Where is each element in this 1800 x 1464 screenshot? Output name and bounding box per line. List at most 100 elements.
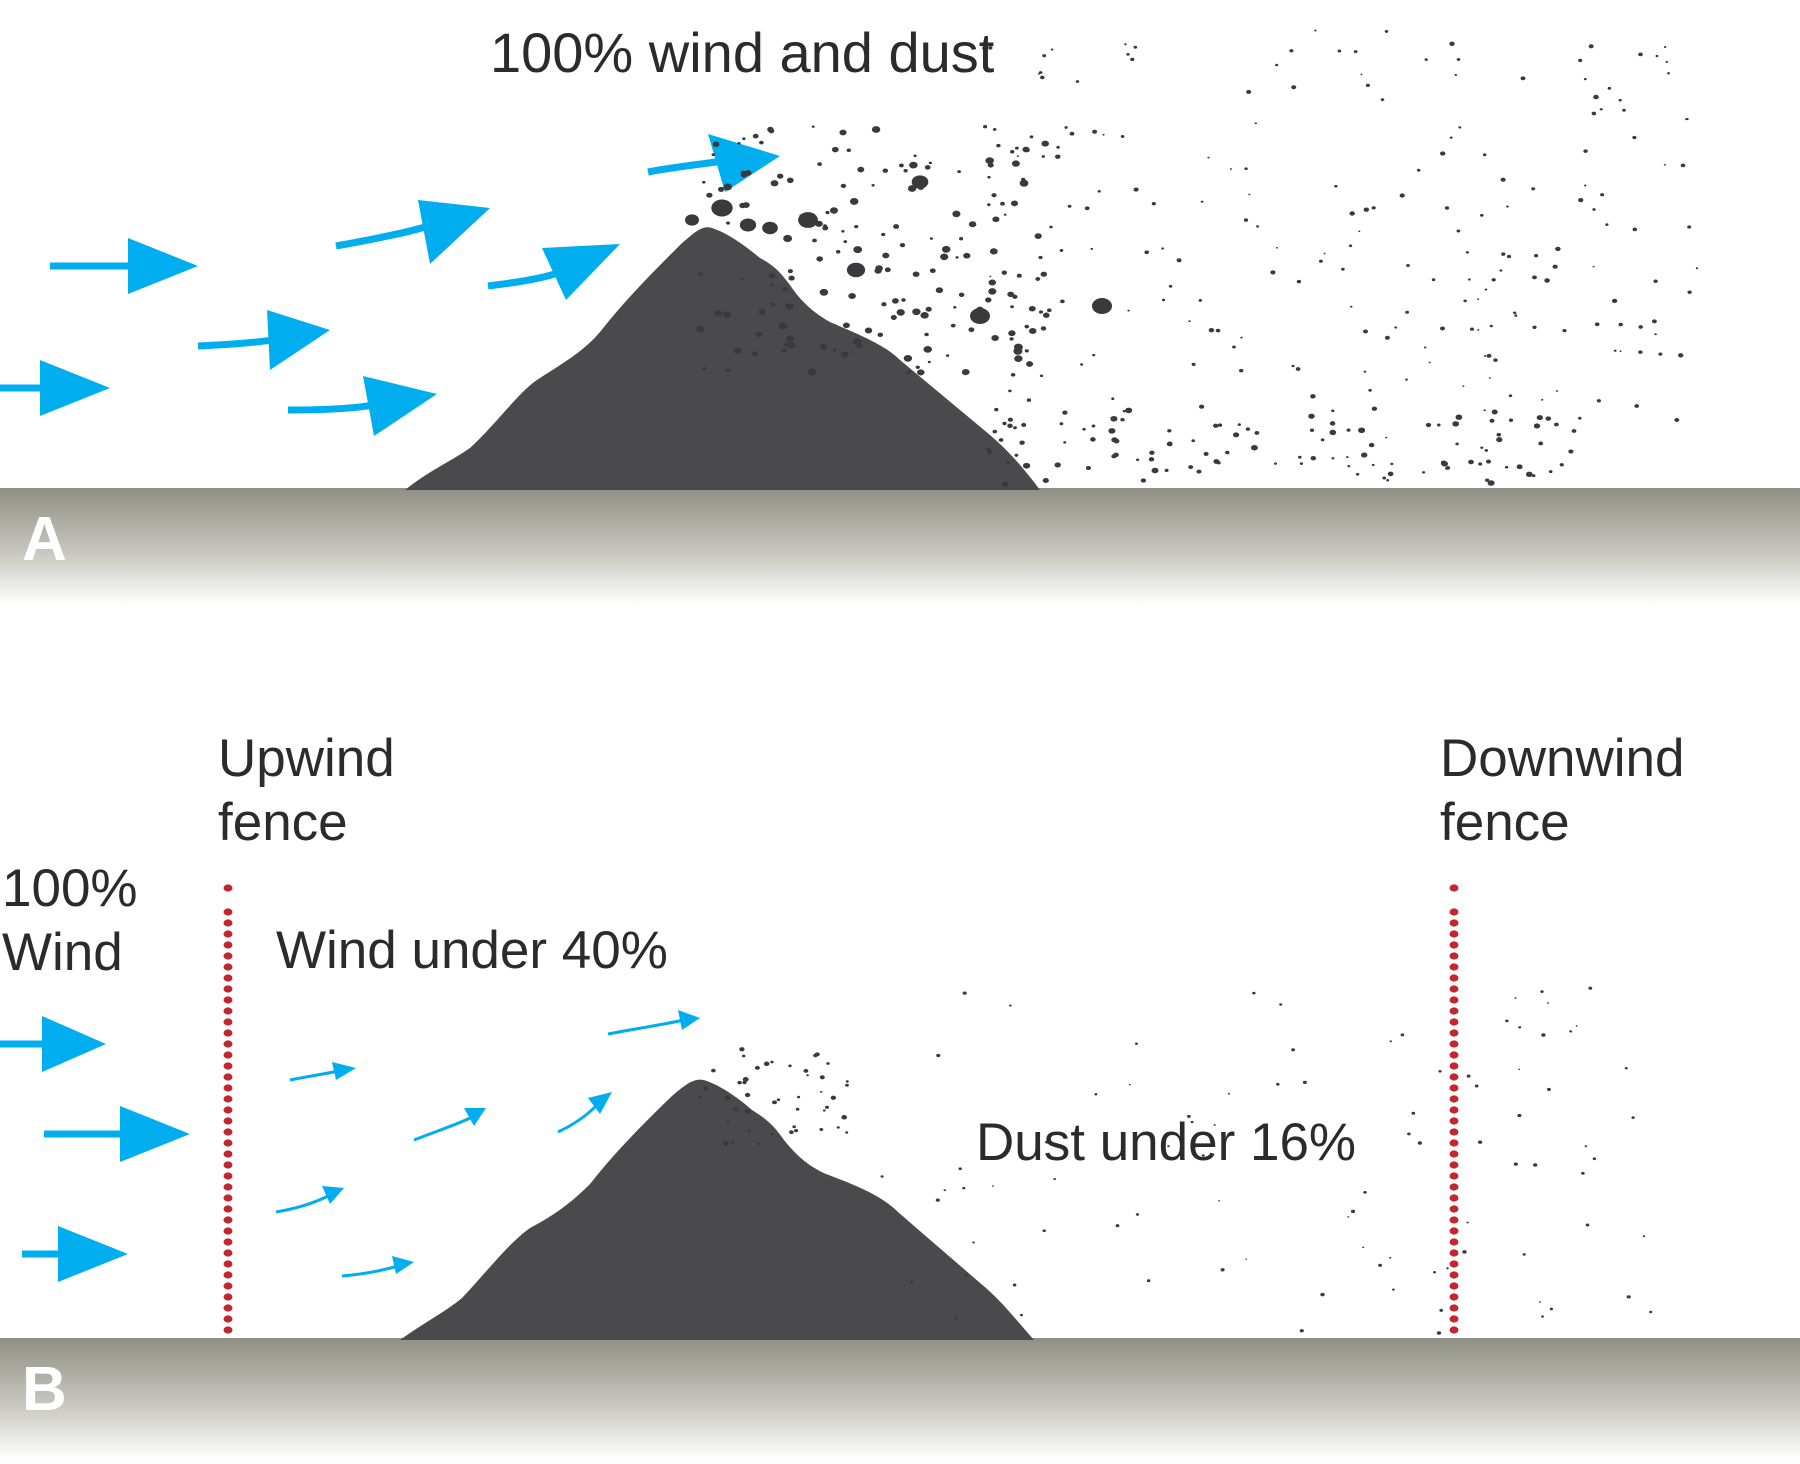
dust-particle bbox=[1028, 327, 1037, 335]
dust-particle bbox=[924, 332, 929, 337]
dust-particle bbox=[1485, 459, 1492, 464]
dust-particle bbox=[1368, 388, 1372, 392]
dust-particle bbox=[909, 1280, 914, 1285]
dust-particle bbox=[1534, 254, 1539, 258]
dust-particle bbox=[1489, 418, 1495, 423]
dust-particle bbox=[1384, 29, 1389, 33]
dust-particle bbox=[1151, 467, 1159, 474]
dust-particle bbox=[840, 351, 849, 358]
dust-particle bbox=[1611, 298, 1618, 304]
dust-particle bbox=[767, 126, 774, 132]
dust-particle bbox=[1387, 471, 1394, 477]
dust-particle bbox=[909, 161, 918, 169]
dust-particle bbox=[1124, 43, 1127, 46]
dust-particle bbox=[962, 1186, 966, 1190]
dust-particle bbox=[1320, 438, 1325, 442]
dust-particle bbox=[1468, 459, 1474, 465]
dust-particle bbox=[1040, 326, 1047, 331]
dust-particle bbox=[797, 1095, 801, 1099]
dust-particle bbox=[964, 1273, 968, 1277]
dust-particle bbox=[1291, 85, 1297, 90]
wind-arrow-icon bbox=[287, 376, 437, 436]
dust-particle bbox=[1042, 1229, 1046, 1233]
dust-particle bbox=[698, 272, 703, 276]
dust-particle bbox=[1007, 417, 1014, 422]
dust-particle bbox=[1042, 478, 1049, 483]
label-downwind-line1: Downwind bbox=[1440, 729, 1685, 788]
dust-particle bbox=[1525, 471, 1533, 477]
dust-particle bbox=[1422, 471, 1426, 474]
dust-particle bbox=[1674, 418, 1680, 422]
dust-particle bbox=[744, 1109, 751, 1115]
dust-particle bbox=[835, 250, 841, 254]
dust-particle bbox=[722, 1141, 729, 1146]
dust-particle bbox=[1041, 155, 1046, 158]
dust-particle bbox=[1009, 1004, 1012, 1007]
dust-particle bbox=[1479, 213, 1484, 217]
dust-particle bbox=[1019, 179, 1029, 187]
dust-particle bbox=[1314, 29, 1317, 32]
dust-particle bbox=[935, 287, 944, 294]
dust-particle bbox=[1176, 258, 1182, 263]
dust-particle bbox=[1513, 1162, 1518, 1166]
dust-particle bbox=[739, 218, 757, 232]
dust-particle bbox=[1389, 1256, 1392, 1259]
dust-particle bbox=[1544, 278, 1550, 283]
dust-particle bbox=[1024, 324, 1030, 329]
fence-post-dot bbox=[223, 1227, 233, 1235]
label-wind-dust: 100% wind and dust bbox=[490, 21, 995, 84]
fence-post-dot bbox=[1449, 1216, 1459, 1224]
dust-particle bbox=[1499, 269, 1503, 272]
dust-particle bbox=[1028, 305, 1036, 312]
dust-particle bbox=[819, 343, 828, 350]
dust-particle bbox=[1578, 58, 1583, 63]
fence-post-dot bbox=[223, 1029, 233, 1037]
wind-arrow-icon bbox=[0, 360, 110, 416]
dust-particle bbox=[1405, 378, 1408, 381]
dust-particle bbox=[1474, 1084, 1479, 1088]
fence-post-dot bbox=[1449, 1227, 1459, 1235]
dust-particle bbox=[1213, 459, 1220, 464]
dust-particle bbox=[1022, 146, 1030, 153]
dust-particle bbox=[1097, 190, 1101, 193]
dust-particle bbox=[976, 306, 984, 313]
dust-particle bbox=[825, 210, 830, 215]
dust-particle bbox=[1405, 310, 1410, 314]
dust-particle bbox=[1578, 197, 1584, 203]
fence-post-dot bbox=[223, 1249, 233, 1257]
dust-particle bbox=[1128, 1083, 1131, 1086]
dust-particle bbox=[1518, 1026, 1522, 1029]
dust-particle bbox=[857, 166, 865, 173]
dust-particle bbox=[1583, 77, 1587, 81]
dust-particle bbox=[1685, 117, 1689, 121]
dust-particle bbox=[1309, 428, 1315, 432]
dust-particle bbox=[1198, 298, 1203, 302]
dust-particle bbox=[770, 1060, 774, 1064]
dust-particle bbox=[769, 283, 774, 287]
dust-particle bbox=[1010, 200, 1019, 207]
dust-particle bbox=[832, 348, 837, 352]
dust-particle bbox=[783, 343, 788, 347]
fence-post-dot bbox=[223, 1095, 233, 1103]
dust-particle bbox=[1161, 247, 1164, 250]
dust-particle bbox=[1045, 1140, 1049, 1144]
fence-post-dot bbox=[223, 1106, 233, 1114]
dust-particle bbox=[1291, 364, 1295, 368]
dust-particle bbox=[1279, 1003, 1283, 1006]
dust-particle bbox=[1133, 187, 1139, 192]
dust-particle bbox=[1462, 1250, 1467, 1254]
dust-particle bbox=[1024, 349, 1029, 353]
dust-particle bbox=[950, 323, 956, 328]
dust-particle bbox=[1549, 1307, 1554, 1311]
dust-particle bbox=[1245, 1258, 1248, 1260]
dust-particle bbox=[1546, 1002, 1550, 1004]
fence-post-dot bbox=[1449, 1062, 1459, 1070]
dust-particle bbox=[841, 229, 845, 233]
panel-letter-b: B bbox=[22, 1355, 67, 1424]
dust-particle bbox=[1531, 187, 1536, 191]
dust-particle bbox=[696, 325, 705, 333]
wind-arrow-icon bbox=[197, 310, 330, 370]
dust-particle bbox=[819, 288, 829, 296]
dust-particle bbox=[825, 1105, 829, 1109]
dust-particle bbox=[1094, 1093, 1098, 1096]
